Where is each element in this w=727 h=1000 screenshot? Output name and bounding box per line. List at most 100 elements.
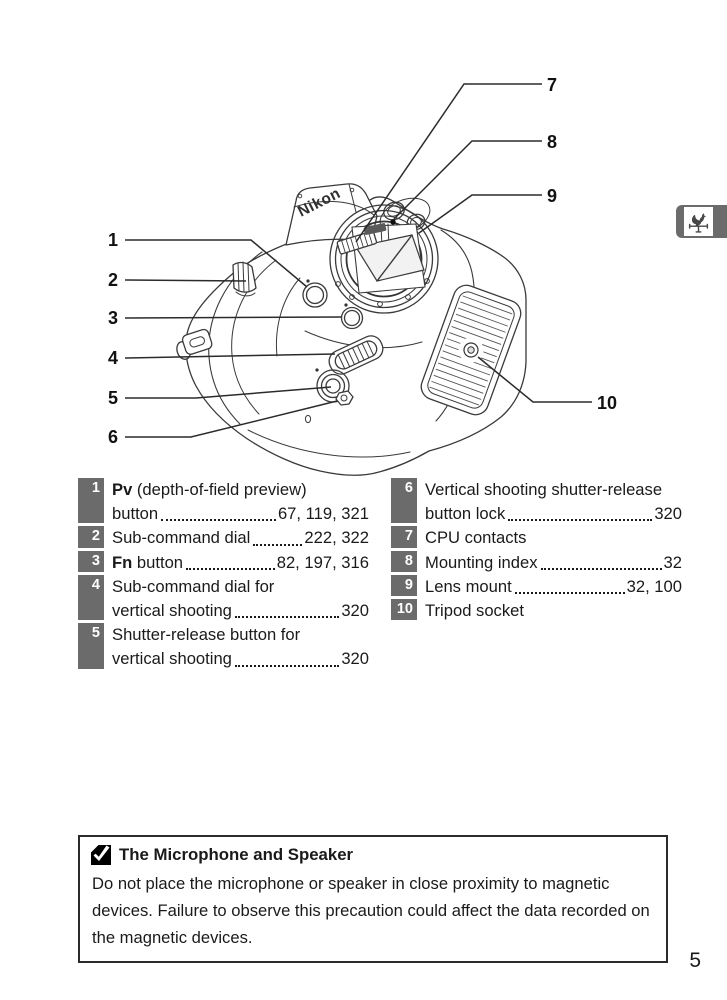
mounting-index: [390, 219, 396, 225]
part-label-line: Sub-command dial for: [112, 575, 369, 599]
parts-list-right-column: 6 Vertical shooting shutter-release button…: [391, 478, 682, 672]
part-entry-lines: Shutter-release button for vertical shoot…: [104, 623, 369, 671]
callout-number: 8: [547, 132, 557, 152]
part-label-bold: Fn: [112, 552, 133, 572]
tripod-socket: [463, 342, 479, 358]
part-label: vertical shooting: [112, 649, 232, 669]
part-label-line: Lens mount 32, 100: [425, 575, 682, 599]
part-page-refs: 67, 119, 321: [277, 504, 369, 524]
part-label-line: Mounting index 32: [425, 551, 682, 575]
part-entry: 5 Shutter-release button for vertical shoo…: [78, 623, 369, 671]
part-number-chip: 4: [78, 574, 104, 621]
part-label: (depth-of-field preview): [132, 480, 307, 499]
part-label: button lock: [425, 504, 506, 524]
part-number-chip: 1: [78, 478, 104, 524]
part-label: vertical shooting: [112, 600, 232, 620]
part-label-line: Pv (depth-of-field preview): [112, 478, 369, 502]
page-number: 5: [689, 949, 701, 972]
callout-lines: [124, 83, 592, 438]
part-entry: 6 Vertical shooting shutter-release button…: [391, 478, 682, 526]
part-entry-lines: Tripod socket: [417, 599, 682, 623]
chapter-tab: [676, 205, 727, 238]
mirror: [355, 234, 425, 282]
camera-figure: Nikon: [108, 75, 617, 476]
callout-number: 5: [108, 388, 118, 408]
part-label-line: Fn button 82, 197, 316: [112, 551, 369, 575]
note-title: The Microphone and Speaker: [119, 845, 354, 864]
part-label: Sub-command dial for: [112, 576, 275, 596]
part-page-refs: 320: [654, 504, 682, 524]
part-number-chip: 5: [78, 623, 104, 669]
part-entry: 2 Sub-command dial 222, 322: [78, 526, 369, 550]
part-page-refs: 82, 197, 316: [276, 552, 369, 572]
part-label-line: CPU contacts: [425, 526, 682, 550]
dotted-leader: [508, 519, 653, 522]
callout-numbers: 1 2 3 4 5 6 7 8 9 10: [108, 75, 617, 447]
part-label-line: button 67, 119, 321: [112, 502, 369, 526]
part-entry-lines: CPU contacts: [417, 526, 682, 550]
part-label-line: button lock 320: [425, 502, 682, 526]
part-entry-lines: Vertical shooting shutter-release button …: [417, 478, 682, 526]
part-number-chip: 6: [391, 478, 417, 524]
part-label: Mounting index: [425, 552, 538, 572]
dotted-leader: [234, 616, 340, 619]
callout-number: 6: [108, 427, 118, 447]
part-entry-lines: Mounting index 32: [417, 551, 682, 575]
part-label: CPU contacts: [425, 528, 527, 548]
callout-number: 9: [547, 186, 557, 206]
part-page-refs: 32, 100: [626, 576, 682, 596]
part-label: Sub-command dial: [112, 528, 251, 548]
mirror-lever: [363, 223, 387, 235]
part-label: Lens mount: [425, 576, 512, 596]
callout-number: 2: [108, 270, 118, 290]
part-label: Vertical shooting shutter-release: [425, 480, 663, 499]
part-number-chip: 7: [391, 526, 417, 548]
part-entry-lines: Fn button 82, 197, 316: [104, 551, 369, 575]
dotted-leader: [540, 567, 662, 570]
subcommand-dial: [232, 261, 257, 297]
callout-number: 7: [547, 75, 557, 95]
part-number-chip: 8: [391, 550, 417, 572]
part-label: Shutter-release button for: [112, 625, 301, 645]
part-entry: 7 CPU contacts: [391, 526, 682, 550]
note-header: The Microphone and Speaker: [91, 843, 654, 867]
part-label-line: Tripod socket: [425, 599, 682, 623]
part-label-line: Sub-command dial 222, 322: [112, 526, 369, 550]
part-label: button: [132, 552, 184, 572]
callout-number: 4: [108, 348, 118, 368]
strap-lug: [176, 328, 213, 360]
part-page-refs: 222, 322: [304, 528, 369, 548]
part-number-chip: 9: [391, 574, 417, 596]
part-label-line: Vertical shooting shutter-release: [425, 478, 682, 502]
checkmark-note-icon: [91, 845, 111, 865]
callout-number: 10: [597, 393, 617, 413]
part-label: button: [112, 504, 159, 524]
shutter-release-lock: [335, 390, 354, 406]
pv-button: [302, 279, 328, 308]
part-entry: 9 Lens mount 32, 100: [391, 574, 682, 599]
part-entry: 8 Mounting index 32: [391, 550, 682, 575]
dotted-leader: [186, 567, 275, 570]
vertical-subcommand-dial: [328, 335, 384, 375]
part-number-chip: 2: [78, 526, 104, 548]
dotted-leader: [514, 591, 625, 594]
part-entry-lines: Lens mount 32, 100: [417, 575, 682, 599]
part-page-refs: 32: [663, 552, 682, 572]
callout-number: 3: [108, 308, 118, 328]
camera-body: Nikon: [176, 183, 527, 476]
part-page-refs: 320: [341, 649, 369, 669]
callout-number: 1: [108, 230, 118, 250]
note-body: Do not place the microphone or speaker i…: [92, 874, 650, 947]
part-entry: 10 Tripod socket: [391, 598, 682, 623]
part-number-chip: 10: [391, 598, 417, 621]
part-label-bold: Pv: [112, 480, 133, 499]
